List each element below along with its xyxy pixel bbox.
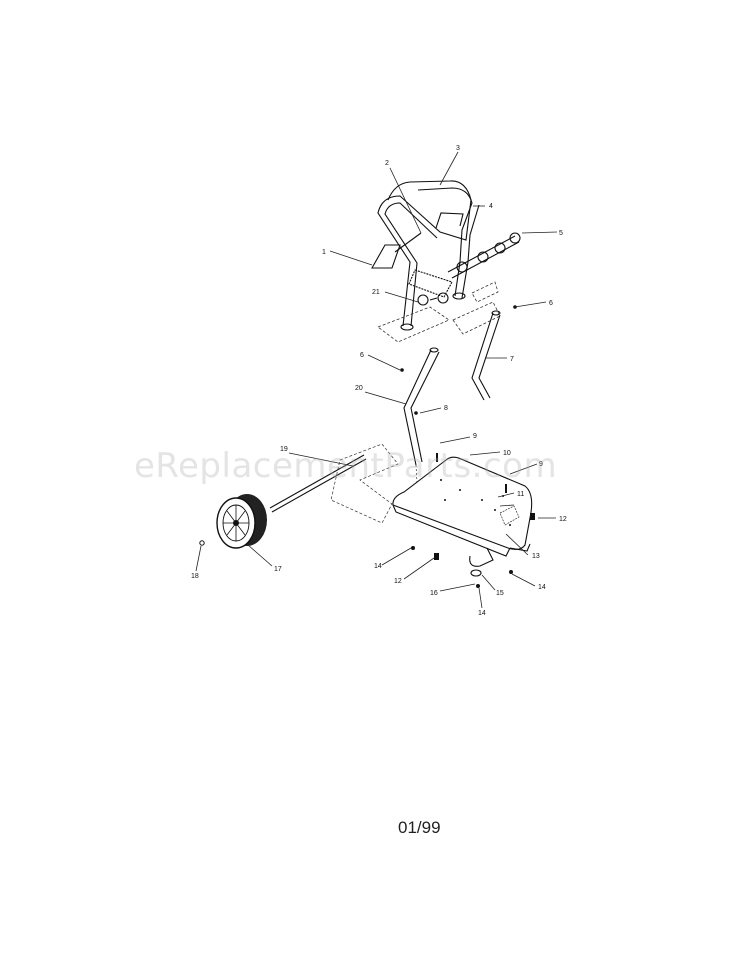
assembly-guides <box>377 281 501 343</box>
callout-6b: 6 <box>360 352 364 359</box>
handle-frame <box>377 180 480 331</box>
base-plate <box>392 456 533 557</box>
leader-lines <box>195 151 558 609</box>
callout-20: 20 <box>355 385 363 392</box>
callout-11: 11 <box>517 491 524 498</box>
bracket-part <box>371 232 422 269</box>
axle-part <box>269 443 399 524</box>
callout-7: 7 <box>510 356 514 363</box>
callout-19: 19 <box>280 446 288 453</box>
fasteners <box>199 305 535 588</box>
callout-10: 10 <box>503 450 511 457</box>
footer-code: 01/99 <box>398 818 441 837</box>
callout-14c: 14 <box>478 610 486 617</box>
callout-6a: 6 <box>549 300 553 307</box>
callout-2: 2 <box>385 160 389 167</box>
callout-13: 13 <box>532 553 540 560</box>
wheel-part <box>216 494 267 549</box>
foot-part <box>469 547 494 577</box>
callout-12a: 12 <box>559 516 567 523</box>
callout-14a: 14 <box>374 563 382 570</box>
hose-hanger <box>447 232 521 279</box>
callout-12b: 12 <box>394 578 402 585</box>
callout-17: 17 <box>274 566 282 573</box>
callout-5: 5 <box>559 230 563 237</box>
callout-4: 4 <box>489 203 493 210</box>
callout-1: 1 <box>322 249 326 256</box>
callout-8: 8 <box>444 405 448 412</box>
knob-part <box>417 292 449 306</box>
callout-21: 21 <box>372 289 380 296</box>
callout-labels: 1 2 3 4 5 6 6 7 8 9 9 10 11 12 12 13 14 … <box>191 145 567 617</box>
callout-16: 16 <box>430 590 438 597</box>
callout-9a: 9 <box>473 433 477 440</box>
callout-14b: 14 <box>538 584 546 591</box>
callout-9b: 9 <box>539 461 543 468</box>
callout-18: 18 <box>191 573 199 580</box>
callout-15: 15 <box>496 590 504 597</box>
watermark-text: eReplacementParts.com <box>134 446 558 486</box>
callout-3: 3 <box>456 145 460 152</box>
